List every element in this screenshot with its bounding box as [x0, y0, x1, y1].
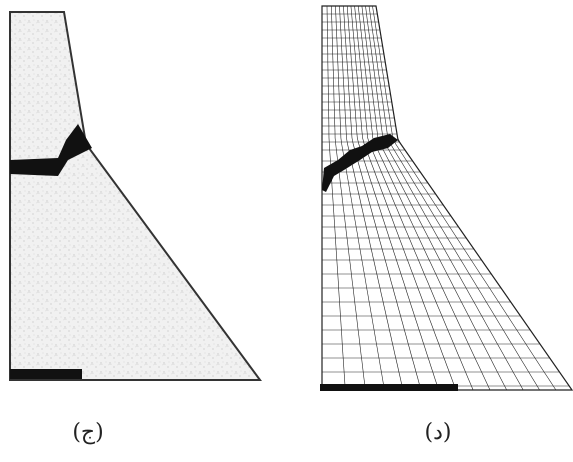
- mesh-column-line: [339, 5, 404, 391]
- right-panel-caption: (د): [424, 420, 452, 445]
- mesh-column-line: [346, 5, 439, 391]
- mesh-column-line: [354, 5, 474, 391]
- mesh-column-line: [343, 5, 422, 391]
- mesh-column-line: [335, 5, 385, 391]
- mesh-column-line: [331, 5, 366, 391]
- right-mesh-crack: [322, 134, 398, 192]
- mesh-column-line: [368, 5, 540, 391]
- right-mesh-outline: [321, 5, 573, 391]
- mesh-column-line: [326, 5, 346, 391]
- right-mesh-base-block: [320, 384, 458, 391]
- mesh-column-line: [375, 5, 573, 391]
- mesh-column-line: [361, 5, 507, 391]
- left-dam-crack: [10, 124, 92, 176]
- left-panel-caption: (ج): [72, 420, 104, 445]
- mesh-column-line: [358, 5, 491, 391]
- mesh-column-line: [365, 5, 524, 391]
- mesh-column-line: [372, 5, 557, 391]
- right-mesh-grid: [321, 5, 573, 391]
- left-dam-body: [9, 11, 262, 381]
- left-dam-base-block: [10, 369, 82, 379]
- mesh-column-line: [350, 5, 457, 391]
